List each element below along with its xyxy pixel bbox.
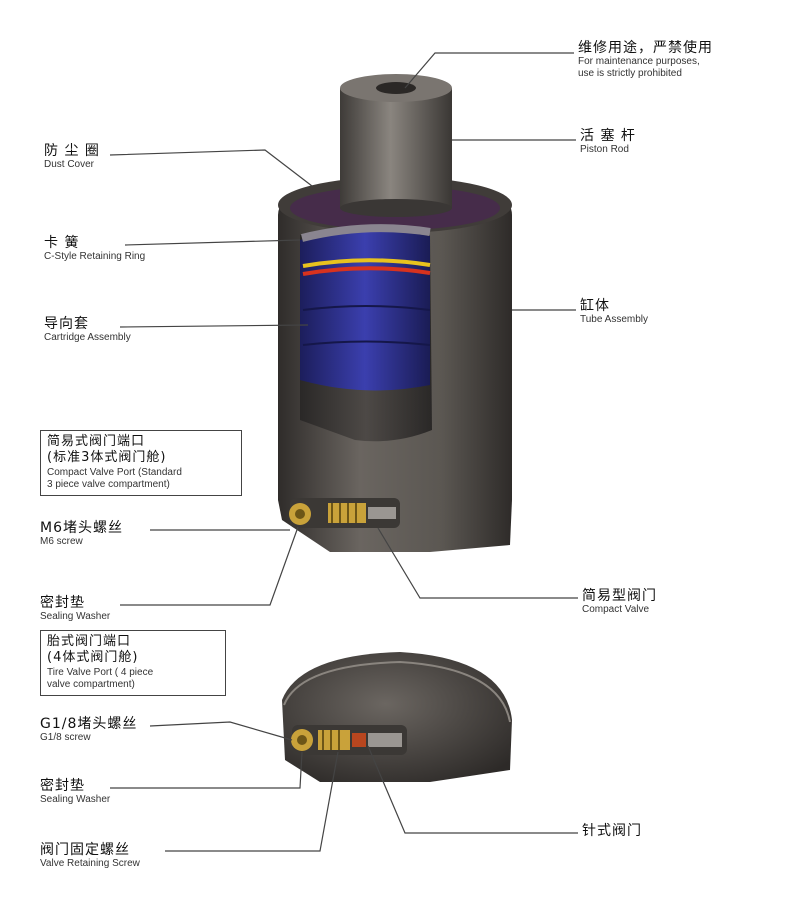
tube-en: Tube Assembly: [580, 314, 648, 326]
label-retaining-screw: 阀门固定螺丝 Valve Retaining Screw: [40, 842, 140, 870]
piston-rod-en: Piston Rod: [580, 144, 629, 156]
label-g18-screw: G1/8堵头螺丝 G1/8 screw: [40, 716, 137, 744]
label-dust-cover: 防 尘 圈 Dust Cover: [44, 143, 100, 171]
compact-port-zh-2: (标准3体式阀门舱): [47, 450, 167, 466]
tire-port-zh-2: (4体式阀门舱): [47, 650, 139, 666]
cartridge-assembly: [300, 224, 431, 391]
cartridge-zh: 导向套: [44, 316, 89, 332]
sealing-washer-2-zh: 密封垫: [40, 778, 85, 794]
piston-rod: [340, 74, 452, 217]
retaining-screw-zh: 阀门固定螺丝: [40, 842, 130, 858]
label-piston-rod: 活 塞 杆 Piston Rod: [580, 128, 636, 156]
label-compact-valve: 简易型阀门 Compact Valve: [582, 588, 657, 616]
sealing-washer-1-en: Sealing Washer: [40, 611, 111, 623]
tire-port-en-1: Tire Valve Port ( 4 piece: [47, 666, 154, 678]
c-ring-zh: 卡 簧: [44, 235, 80, 251]
box-tire-valve-port: 胎式阀门端口 (4体式阀门舱) Tire Valve Port ( 4 piec…: [40, 630, 226, 696]
retaining-screw-en: Valve Retaining Screw: [40, 858, 140, 870]
compact-valve-en: Compact Valve: [582, 604, 650, 616]
tire-port-zh: 胎式阀门端口: [47, 634, 132, 649]
dust-cover-en: Dust Cover: [44, 159, 95, 171]
g18-screw-en: G1/8 screw: [40, 732, 91, 744]
compact-port-zh: 简易式阀门端口: [47, 434, 146, 449]
tube-zh: 缸体: [580, 298, 610, 314]
tire-port-en-2: valve compartment): [47, 679, 135, 690]
label-c-ring: 卡 簧 C-Style Retaining Ring: [44, 235, 145, 263]
label-m6-screw: M6堵头螺丝 M6 screw: [40, 520, 123, 548]
needle-valve-zh: 针式阀门: [582, 823, 642, 839]
label-maintenance: 维修用途，严禁使用 For maintenance purposes, use …: [578, 40, 713, 79]
c-ring-en: C-Style Retaining Ring: [44, 251, 146, 263]
dust-cover-zh: 防 尘 圈: [44, 143, 100, 159]
label-sealing-washer-1: 密封垫 Sealing Washer: [40, 595, 110, 623]
maintenance-en-2: use is strictly prohibited: [578, 67, 682, 79]
m6-screw-zh: M6堵头螺丝: [40, 520, 123, 536]
compact-valve-assembly: [289, 498, 400, 528]
sealing-washer-2-en: Sealing Washer: [40, 794, 111, 806]
label-needle-valve: 针式阀门: [582, 823, 642, 839]
maintenance-en-1: For maintenance purposes,: [578, 56, 700, 68]
leader-lines: [109, 52, 578, 852]
piston-rod-zh: 活 塞 杆: [580, 128, 636, 144]
compact-port-en-1: Compact Valve Port (Standard: [47, 466, 182, 478]
m6-screw-en: M6 screw: [40, 536, 83, 548]
label-tube: 缸体 Tube Assembly: [580, 298, 648, 326]
g18-screw-zh: G1/8堵头螺丝: [40, 716, 138, 732]
maintenance-zh: 维修用途，严禁使用: [578, 40, 713, 56]
compact-port-en-2: 3 piece valve compartment): [47, 479, 170, 490]
label-cartridge: 导向套 Cartridge Assembly: [44, 316, 131, 344]
compact-valve-zh: 简易型阀门: [582, 588, 657, 604]
sealing-washer-1-zh: 密封垫: [40, 595, 85, 611]
tire-valve-base: [282, 652, 512, 782]
cartridge-en: Cartridge Assembly: [44, 332, 131, 344]
label-sealing-washer-2: 密封垫 Sealing Washer: [40, 778, 110, 806]
box-compact-valve-port: 简易式阀门端口 (标准3体式阀门舱) Compact Valve Port (S…: [40, 430, 242, 496]
